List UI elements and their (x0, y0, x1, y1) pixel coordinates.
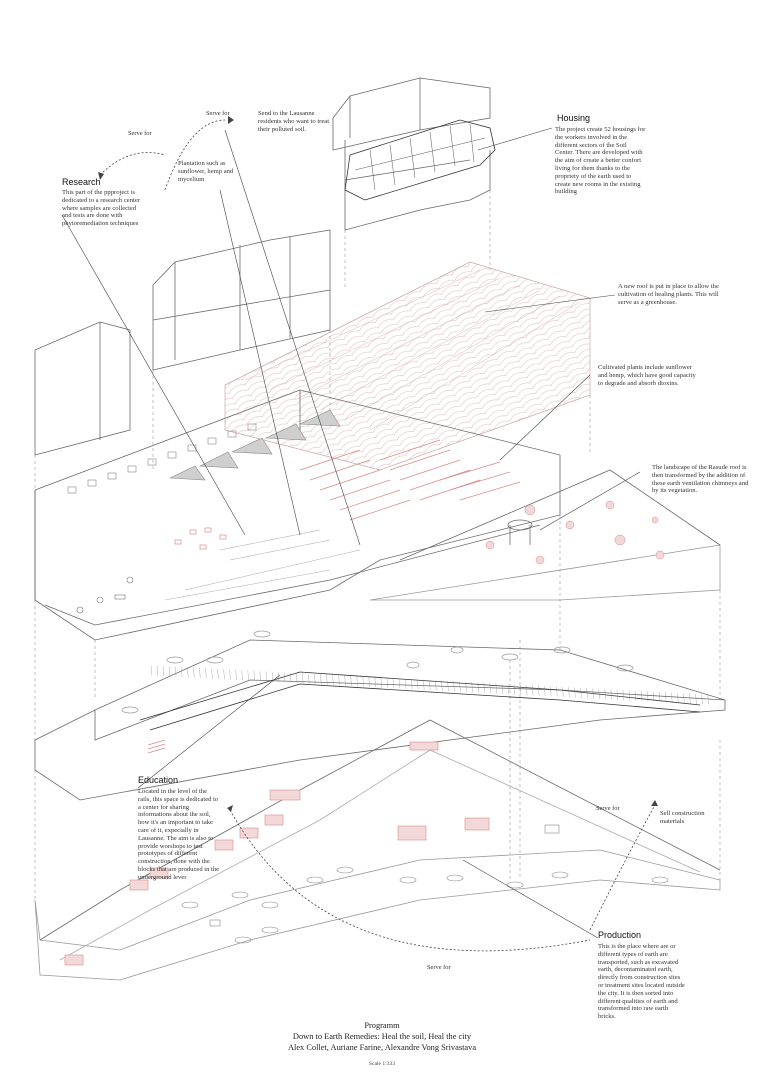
roof-text: A new roof is put in place to allow the … (618, 283, 719, 306)
production-title: Production (598, 930, 642, 940)
housing-text: The project create 52 housings for the w… (555, 126, 646, 196)
plantation-text: Plantation such as sunflower, hemp and m… (178, 160, 234, 183)
leader-lines (61, 127, 641, 939)
existing-building (34, 229, 331, 456)
research-title: Research (62, 177, 101, 187)
housing-building (332, 77, 496, 231)
building-level (34, 389, 561, 641)
send-to-text: Send to the Lausanne residents who want … (258, 110, 330, 133)
housing-title: Housing (557, 113, 591, 123)
serve-for-label-3: Serve for (596, 805, 620, 812)
arrow-heads (98, 116, 658, 812)
research-text: This part of the ppproject is dedicated … (62, 189, 140, 228)
landscape-text: The landscape of the Rasude roof is then… (652, 464, 749, 495)
footer-scale: Scale 1:333 (368, 1061, 396, 1067)
serve-for-label-2: Serve for (206, 110, 230, 117)
sell-materials-text: Sell construction materials (660, 810, 705, 825)
footer-title: Down to Earth Remedies: Heal the soil, H… (292, 1032, 472, 1041)
education-title: Education (138, 775, 179, 785)
footer-authors: Alex Collet, Auriane Farine, Alexandre V… (287, 1043, 477, 1052)
serve-for-label-1: Serve for (128, 130, 152, 137)
roof-landscape (369, 469, 721, 601)
serve-arrows (99, 119, 656, 952)
production-level (34, 719, 721, 981)
ventilation-chimneys (34, 190, 721, 900)
plants-text: Cultivated plants include sunflower and … (598, 364, 696, 387)
production-text: This is the place where are or different… (598, 943, 685, 1021)
footer-programm: Programm (364, 1021, 400, 1030)
serve-for-label-4: Serve for (427, 964, 451, 971)
education-text: Located in the level of the rails, this … (138, 788, 220, 881)
rails-level (34, 630, 726, 801)
